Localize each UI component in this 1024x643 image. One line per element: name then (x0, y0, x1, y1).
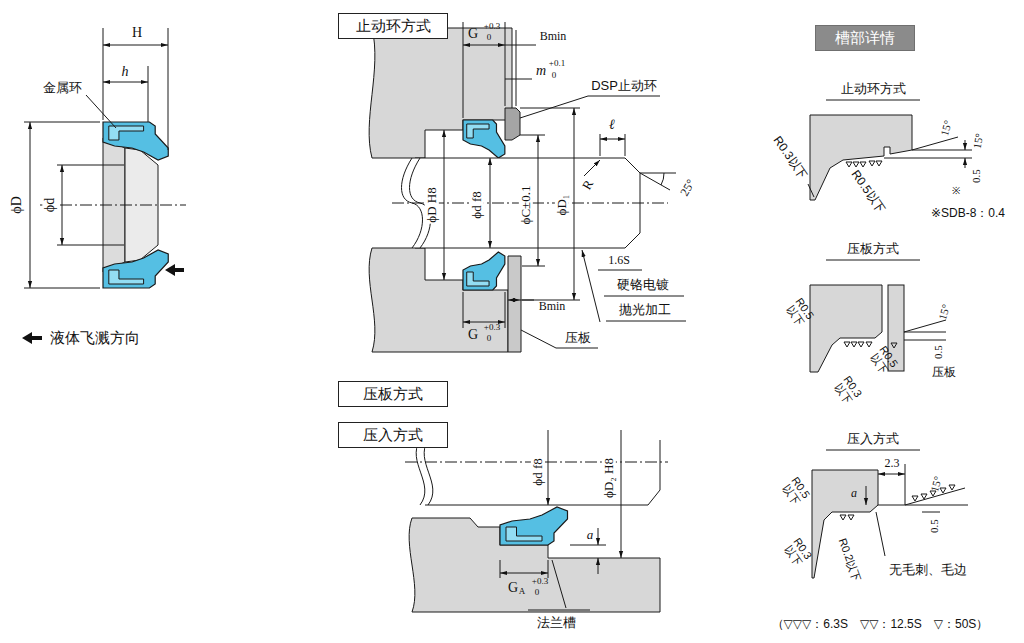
dimension-label: 0 (486, 334, 493, 344)
note-label: R0.5 以下 (777, 471, 815, 511)
dimension-label: ϕd (42, 197, 57, 213)
housing-section (369, 22, 686, 352)
groove-details (808, 100, 972, 578)
dimension-label: 15° (928, 474, 944, 494)
dimension-label: +0.3 (483, 323, 501, 333)
note-label: 压入方式 (846, 432, 900, 446)
dimension-label: 0 (486, 33, 493, 43)
dimension-label: 0 (534, 588, 541, 598)
dimension-label: 25° (678, 177, 699, 200)
dimension-label: ϕD H8 (425, 186, 439, 223)
dimension-label: +0.1 (548, 59, 566, 69)
dimension-label: 15° (971, 131, 986, 150)
note-label: R0.5 以下 (865, 340, 903, 380)
dimension-label: G (507, 580, 519, 595)
dimension-label: ϕD (9, 195, 24, 214)
note-label: 抛光加工 (618, 303, 672, 317)
dimension-label: ϕC±0.1 (519, 185, 533, 226)
dimension-label: ϕd f8 (470, 190, 484, 219)
note-label: R0.2以下 (836, 536, 864, 585)
note-label: ※SDB-8：0.4 (930, 207, 1006, 220)
dimension-label: 15° (938, 118, 954, 138)
dimension-label: Bmin (539, 30, 568, 43)
note-label: 无毛刺、毛边 (888, 563, 968, 577)
dimension-label: Bmin (538, 300, 567, 313)
dimension-label: ϕd f8 (531, 457, 545, 486)
dimension-label: 2.3 (884, 457, 901, 470)
dimension-label: m (535, 63, 547, 78)
note-label: DSP止动环 (590, 79, 658, 93)
dimension-label: 0.5 (970, 168, 982, 184)
dimension-label: h (121, 64, 130, 79)
dimension-label: 0.5 (932, 344, 944, 360)
section-header-box: 槽部详情 (815, 25, 915, 51)
seal-figure (22, 28, 186, 344)
dimension-label: ϕD₁ (555, 194, 569, 217)
heading-text: 压板方式 (363, 385, 423, 403)
note-label: 止动环方式 (840, 82, 907, 96)
dimension-label: 1.6S (607, 254, 631, 267)
note-label: 法兰槽 (536, 616, 577, 630)
note-label: 金属环 (42, 81, 83, 95)
dimension-label: +0.3 (531, 577, 549, 587)
dimension-label: ※ (951, 185, 961, 196)
note-label: R0.3 以下 (829, 370, 867, 410)
note-label: R0.5以下 (848, 167, 888, 217)
dimension-label: G (467, 327, 479, 342)
dimension-label: a (586, 528, 595, 542)
dimension-label: 15° (936, 302, 952, 322)
note-label: R0.5 以下 (781, 292, 819, 332)
method-heading-box: 压板方式 (338, 381, 448, 407)
dimension-label: a (850, 487, 858, 500)
note-label: 压板方式 (846, 242, 900, 256)
dimension-label: ϕD₂ H8 (602, 457, 616, 499)
dimension-label: 0.5 (928, 518, 940, 534)
dimension-label: +0.3 (483, 22, 501, 32)
heading-text: 槽部详情 (835, 29, 895, 47)
note-label: 液体飞溅方向 (49, 330, 141, 347)
press-in-section (405, 430, 668, 612)
note-label: R0.3以下 (770, 133, 810, 183)
dimension-label: R (579, 177, 597, 193)
dimension-label: G (467, 26, 479, 41)
heading-text: 止动环方式 (356, 17, 431, 35)
dimension-label: 0 (551, 71, 558, 81)
method-heading-box: 压入方式 (338, 422, 448, 448)
note-label: 压板 (564, 331, 592, 345)
heading-text: 压入方式 (363, 426, 423, 444)
note-label: 硬铬电镀 (616, 278, 670, 292)
dimension-label: A (518, 587, 527, 597)
note-label: （▽▽▽：6.3S ▽▽：12.5S ▽：50S） (771, 618, 990, 631)
dimension-label: ℓ (608, 117, 616, 132)
dimension-label: H (131, 25, 143, 40)
note-label: 压板 (931, 366, 957, 379)
note-label: R0.3 以下 (779, 532, 817, 572)
method-heading-box: 止动环方式 (338, 13, 448, 39)
